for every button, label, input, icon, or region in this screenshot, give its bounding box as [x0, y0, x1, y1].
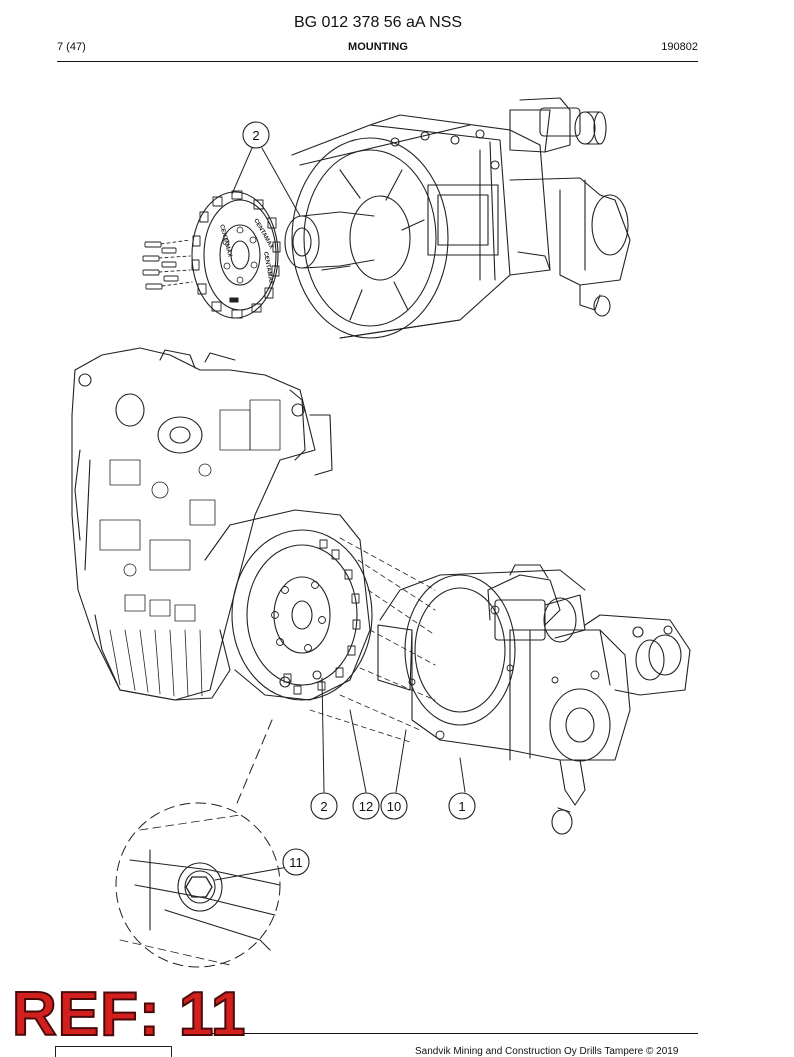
turbocharger [157, 416, 203, 454]
mounting-drawing: CENTAMAX CENTAMAX CENTAMAX [71, 97, 691, 968]
callout-10-label: 10 [387, 799, 401, 814]
footer-rule [200, 1033, 698, 1034]
logo-strip [55, 1046, 172, 1057]
exploded-gearbox-assembly: CENTAMAX CENTAMAX CENTAMAX [142, 97, 631, 339]
lower-gearbox [377, 564, 691, 835]
callout-1-label: 1 [458, 799, 465, 814]
gearbox-body [291, 97, 631, 339]
callout-11-label: 11 [289, 855, 303, 870]
ref-label: REF: 11 [11, 980, 247, 1049]
section-title: MOUNTING [348, 41, 408, 53]
callout-1: 1 [448, 792, 476, 820]
callout-2-top-label: 2 [252, 128, 259, 143]
flexible-coupling: CENTAMAX CENTAMAX CENTAMAX [191, 190, 281, 319]
callout-2-bottom-label: 2 [320, 799, 327, 814]
callout-2-top: 2 [242, 121, 270, 149]
callout-2-bottom: 2 [310, 792, 338, 820]
engine-assembly [71, 347, 691, 835]
page-count: 7 (47) [57, 41, 86, 53]
bell-housing [291, 124, 471, 339]
doc-number: BG 012 378 56 aA NSS [293, 14, 463, 31]
header-rule [57, 61, 698, 62]
flywheel-brand-text-2: CENTAMAX [252, 218, 274, 250]
coupling-hub [284, 211, 375, 269]
bolt-set [142, 239, 193, 290]
callout-12: 12 [352, 792, 380, 820]
revision-date: 190802 [661, 41, 698, 53]
callout-12-label: 12 [359, 799, 373, 814]
callout-10: 10 [380, 792, 408, 820]
alignment-lines [309, 537, 436, 743]
flywheel-brand-text-3: CENTAMAX [262, 251, 274, 285]
flywheel-housing [204, 509, 373, 701]
detail-view-circle [115, 719, 281, 968]
callout-leaders [214, 147, 466, 881]
copyright-text: Sandvik Mining and Construction Oy Drill… [415, 1046, 679, 1057]
callout-11: 11 [282, 848, 310, 876]
oil-pan [94, 614, 231, 701]
